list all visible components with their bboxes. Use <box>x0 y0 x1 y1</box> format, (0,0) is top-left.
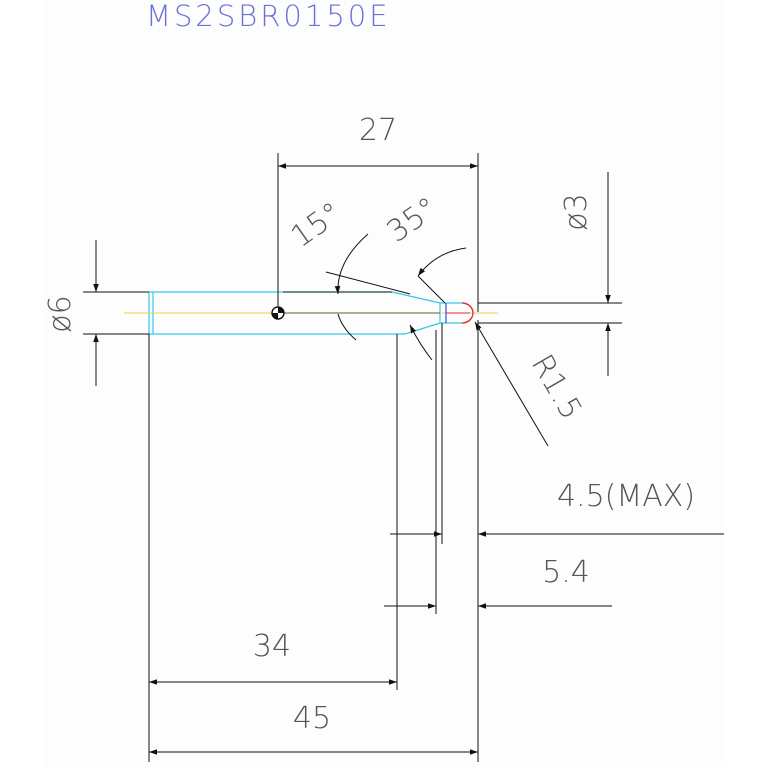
extension-lines <box>148 320 479 762</box>
center-mark <box>271 306 285 320</box>
part-number-title: MS2SBR0150E <box>146 0 391 33</box>
dim-4-5-max-label: 4.5(MAX) <box>557 479 695 514</box>
dim-34-label: 34 <box>253 629 291 664</box>
drawing-paper <box>44 0 726 767</box>
dim-5-4: 5.4 <box>384 555 612 609</box>
ball-tip <box>445 302 474 324</box>
dim-45-label: 45 <box>293 701 331 736</box>
dim-dia6-label: ø6 <box>43 295 78 332</box>
dim-dia3: ø3 <box>478 172 622 376</box>
dim-4-5-max: 4.5(MAX) <box>390 479 724 537</box>
angle-15-label: 15° <box>285 196 349 255</box>
dim-27-label: 27 <box>359 113 397 148</box>
dim-radius: R1.5 <box>474 321 589 447</box>
dim-5-4-label: 5.4 <box>542 555 590 590</box>
dim-radius-label: R1.5 <box>524 349 589 426</box>
dim-dia3-label: ø3 <box>559 193 594 230</box>
dim-27: 27 <box>277 113 479 312</box>
angle-35-label: 35° <box>381 191 445 250</box>
dim-34: 34 <box>149 629 397 685</box>
dim-dia6: ø6 <box>43 240 149 386</box>
dim-45: 45 <box>149 701 478 755</box>
